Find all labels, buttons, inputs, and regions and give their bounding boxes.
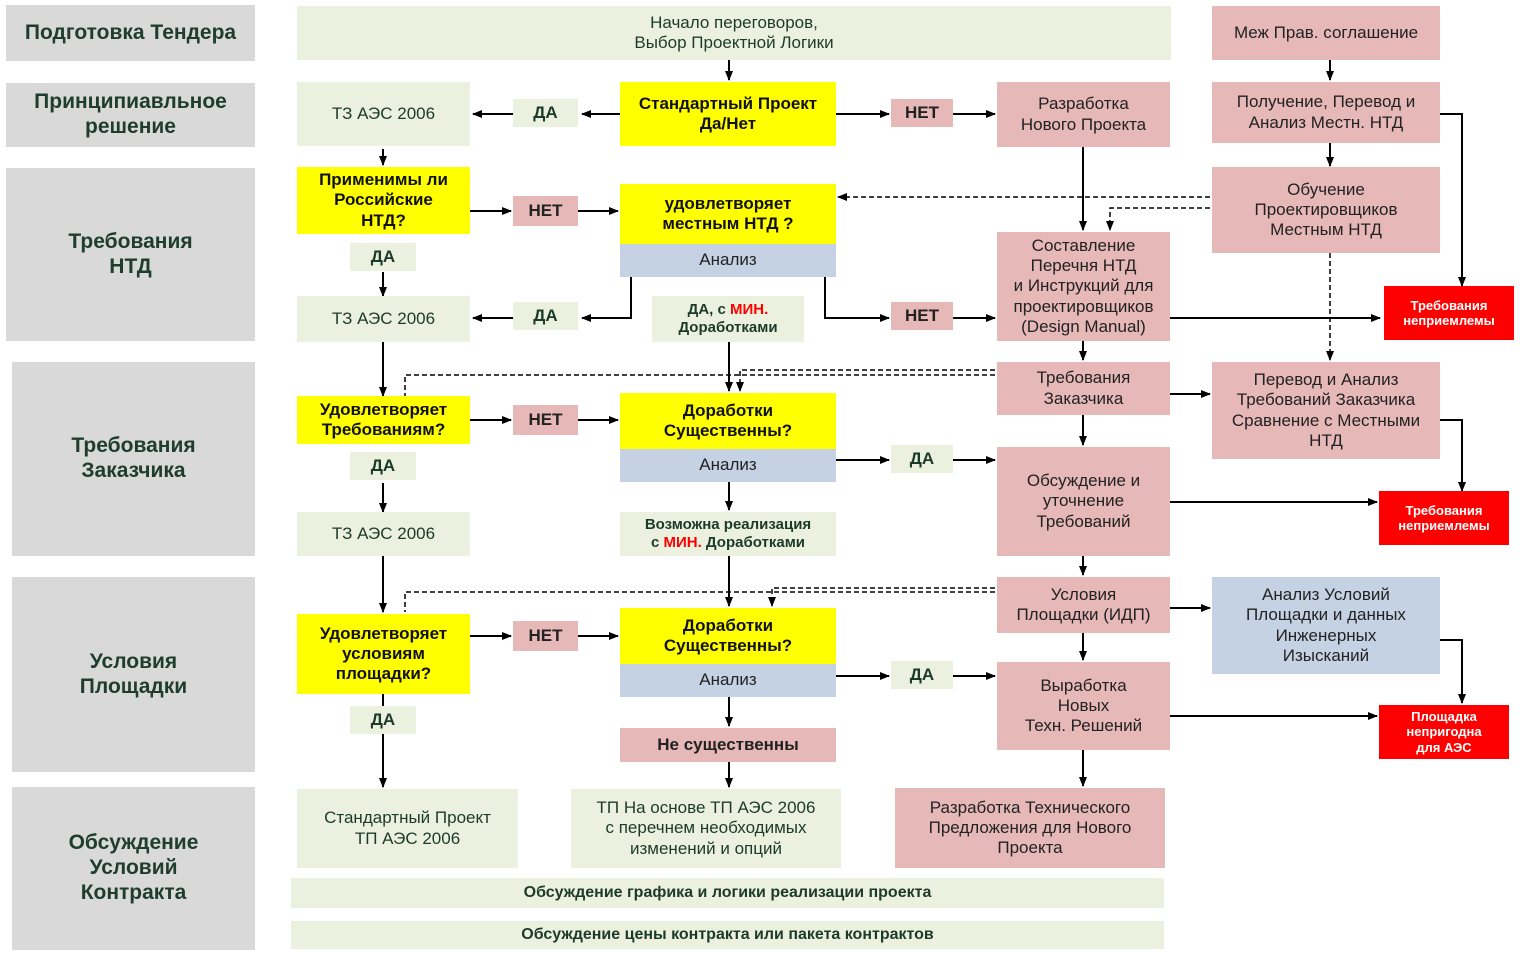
- no-label-1: НЕТ: [891, 99, 953, 127]
- russian-ntd-decision: Применимы ли Российские НТД?: [297, 167, 470, 234]
- not-significant-box: Не существенны: [620, 728, 836, 762]
- arrow-siteanalysis-to-reject3: [1440, 639, 1466, 704]
- requirements-unacceptable-2: Требования неприемлемы: [1379, 491, 1509, 545]
- analysis-box-2: Анализ: [620, 449, 836, 482]
- yes-label-1: ДА: [513, 99, 578, 127]
- yes-label-5: ДА: [350, 452, 416, 480]
- dashed-custreq-to-mods1: [736, 369, 995, 392]
- site-conditions-box: Условия Площадки (ИДП): [997, 577, 1170, 633]
- yes-with-min-mods-label: ДА, с МИН. Доработками: [652, 296, 804, 342]
- start-negotiations-box: Начало переговоров, Выбор Проектной Логи…: [297, 6, 1171, 60]
- tp-based-final-box: ТП На основе ТП АЭС 2006 с перечнем необ…: [571, 789, 841, 868]
- lane-site-conditions: Условия Площадки: [12, 577, 255, 772]
- customer-req-analysis-box: Перевод и Анализ Требований Заказчика Ср…: [1212, 362, 1440, 459]
- local-ntd-analysis-box: Получение, Перевод и Анализ Местн. НТД: [1212, 82, 1440, 143]
- no-label-3: НЕТ: [891, 302, 953, 330]
- customer-requirements-box: Требования Заказчика: [997, 362, 1170, 415]
- lane-contract-terms: Обсуждение Условий Контракта: [12, 787, 255, 950]
- requirements-discussion-box: Обсуждение и уточнение Требований: [997, 447, 1170, 556]
- modifications-significant-decision-2: Доработки Существенны?: [620, 608, 836, 664]
- new-project-development-box: Разработка Нового Проекта: [997, 82, 1170, 147]
- site-unsuitable-reject: Площадка непригодна для АЭС: [1379, 705, 1509, 759]
- analysis-box-3: Анализ: [620, 664, 836, 697]
- site-conditions-decision: Удовлетворяет условиям площадки?: [297, 614, 470, 694]
- dashed-training-to-dm: [1106, 207, 1210, 231]
- design-manual-box: Составление Перечня НТД и Инструкций для…: [997, 232, 1170, 341]
- technical-offer-box: Разработка Технического Предложения для …: [895, 788, 1165, 868]
- dashed-sitecond-to-siteq: [404, 591, 995, 612]
- site-analysis-box: Анализ Условий Площадки и данных Инженер…: [1212, 577, 1440, 674]
- schedule-discussion-box: Обсуждение графика и логики реализации п…: [291, 878, 1164, 908]
- yes-label-7: ДА: [350, 706, 416, 734]
- tz-aes-2006-box-2: ТЗ АЭС 2006: [297, 296, 470, 342]
- tz-aes-2006-box-1: ТЗ АЭС 2006: [297, 82, 470, 146]
- new-tech-solutions-box: Выработка Новых Техн. Решений: [997, 662, 1170, 750]
- dashed-sitecond-to-mods2: [768, 587, 995, 607]
- requirements-unacceptable-1: Требования неприемлемы: [1384, 286, 1514, 340]
- analysis-box-1: Анализ: [620, 244, 836, 277]
- standard-project-final-box: Стандартный Проект ТП АЭС 2006: [297, 789, 518, 868]
- arrow-localntd-to-reject1: [1440, 113, 1466, 287]
- yes-label-4: ДА: [891, 445, 953, 473]
- dashed-custreq-to-custq: [404, 374, 995, 396]
- possible-with-min-mods-label: Возможна реализация с МИН. Доработками: [620, 512, 836, 556]
- lane-principle-decision: Принципиавльное решение: [6, 83, 255, 147]
- no-label-4: НЕТ: [513, 405, 578, 435]
- lane-tender-prep: Подготовка Тендера: [6, 5, 255, 61]
- lane-ntd-requirements: Требования НТД: [6, 168, 255, 341]
- no-label-5: НЕТ: [513, 621, 578, 651]
- arrow-analysis1-to-no3: [824, 277, 890, 322]
- tz-aes-2006-box-3: ТЗ АЭС 2006: [297, 512, 470, 556]
- arrow-custanalysis-to-reject2: [1440, 419, 1466, 492]
- customer-requirements-decision: Удовлетворяет Требованиям?: [297, 396, 470, 444]
- standard-project-decision: Стандартный Проект Да/Нет: [620, 82, 836, 146]
- arrow-analysis1-to-yes: [581, 277, 632, 322]
- intergov-agreement-box: Меж Прав. соглашение: [1212, 6, 1440, 60]
- lane-customer-requirements: Требования Заказчика: [12, 362, 255, 556]
- yes-label-6: ДА: [891, 661, 953, 689]
- yes-label-2: ДА: [350, 243, 416, 271]
- modifications-significant-decision-1: Доработки Существенны?: [620, 393, 836, 449]
- designer-training-box: Обучение Проектировщиков Местным НТД: [1212, 167, 1440, 253]
- price-discussion-box: Обсуждение цены контракта или пакета кон…: [291, 921, 1164, 949]
- yes-label-3: ДА: [513, 302, 578, 330]
- local-ntd-decision: удовлетворяет местным НТД ?: [620, 184, 836, 244]
- no-label-2: НЕТ: [513, 196, 578, 226]
